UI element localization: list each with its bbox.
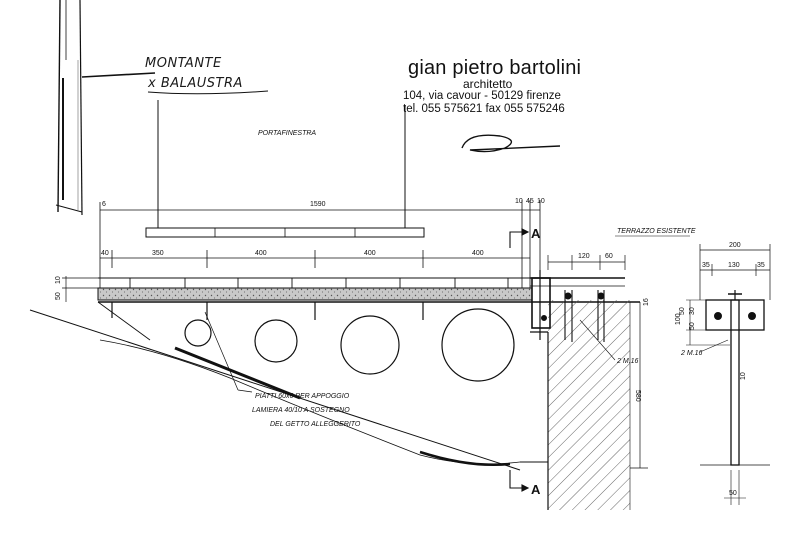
dim-35b: 35: [757, 262, 765, 269]
dim-400a: 400: [255, 250, 267, 257]
dim-130: 130: [728, 262, 740, 269]
dim-100: 100: [675, 313, 682, 325]
label-bolts-right: 2 M.16: [680, 350, 703, 357]
dim-10d: 10: [740, 372, 747, 380]
label-bolts-left: 2 M.16: [616, 358, 639, 365]
dim-1590: 1590: [310, 201, 326, 208]
dimension-row-2: [100, 250, 530, 268]
architect-profession: architetto: [463, 77, 513, 91]
sloped-soffit: [29, 301, 548, 471]
dim-35a: 35: [702, 262, 710, 269]
section-label-bottom: A: [531, 482, 541, 497]
dim-400c: 400: [472, 250, 484, 257]
dim-10-left: 10: [55, 276, 62, 284]
architect-address: 104, via cavour - 50129 firenze: [403, 90, 561, 102]
dim-50b: 50: [679, 307, 686, 315]
note-line-2: x BALAUSTRA: [147, 76, 243, 91]
existing-wall: [530, 300, 631, 510]
dimension-1590: [99, 200, 541, 300]
signature: [461, 134, 561, 153]
section-label-top: A: [531, 226, 541, 241]
dim-10b: 10: [537, 198, 545, 205]
dim-6: 6: [102, 201, 106, 208]
steel-bracket: [530, 270, 625, 342]
dim-50-left: 50: [55, 292, 62, 300]
dim-580: 580: [634, 390, 641, 402]
dim-30: 30: [689, 307, 696, 315]
dim-400b: 400: [364, 250, 376, 257]
dim-350: 350: [152, 250, 164, 257]
label-piatti-1: PIATTI 60x6 PER APPOGGIO: [255, 393, 350, 400]
architect-phone: tel. 055 575621 fax 055 575246: [403, 103, 565, 115]
dim-200: 200: [729, 242, 741, 249]
dim-50c: 50: [689, 322, 696, 330]
section-marker-bottom: [509, 470, 530, 492]
building-edge-lines: [55, 0, 83, 216]
dim-60: 60: [605, 253, 613, 260]
handwritten-note: MONTANTE x BALAUSTRA: [81, 56, 269, 95]
label-portafinestra: PORTAFINESTRA: [258, 130, 316, 137]
concrete-slab: [97, 287, 533, 301]
section-marker-top: [509, 228, 530, 248]
lightening-holes: [184, 308, 515, 382]
portafinestra-window: [145, 100, 425, 238]
architect-name: gian pietro bartolini: [408, 57, 582, 79]
label-terrazzo: TERRAZZO ESISTENTE: [617, 228, 696, 235]
note-line-1: MONTANTE: [145, 56, 222, 71]
dim-40: 40: [101, 250, 109, 257]
anchor-pins: [111, 302, 424, 320]
dim-10a: 10: [515, 198, 523, 205]
dim-50d: 50: [729, 490, 737, 497]
label-piatti-3: DEL GETTO ALLEGGERITO: [270, 421, 361, 428]
label-piatti-2: LAMIERA 40/10 A SOSTEGNO: [252, 407, 350, 414]
dim-120: 120: [578, 253, 590, 260]
dim-45: 45: [526, 198, 534, 205]
dim-16: 16: [643, 298, 650, 306]
floor-tiles: [98, 277, 530, 289]
detail-section-aa: [686, 244, 771, 505]
